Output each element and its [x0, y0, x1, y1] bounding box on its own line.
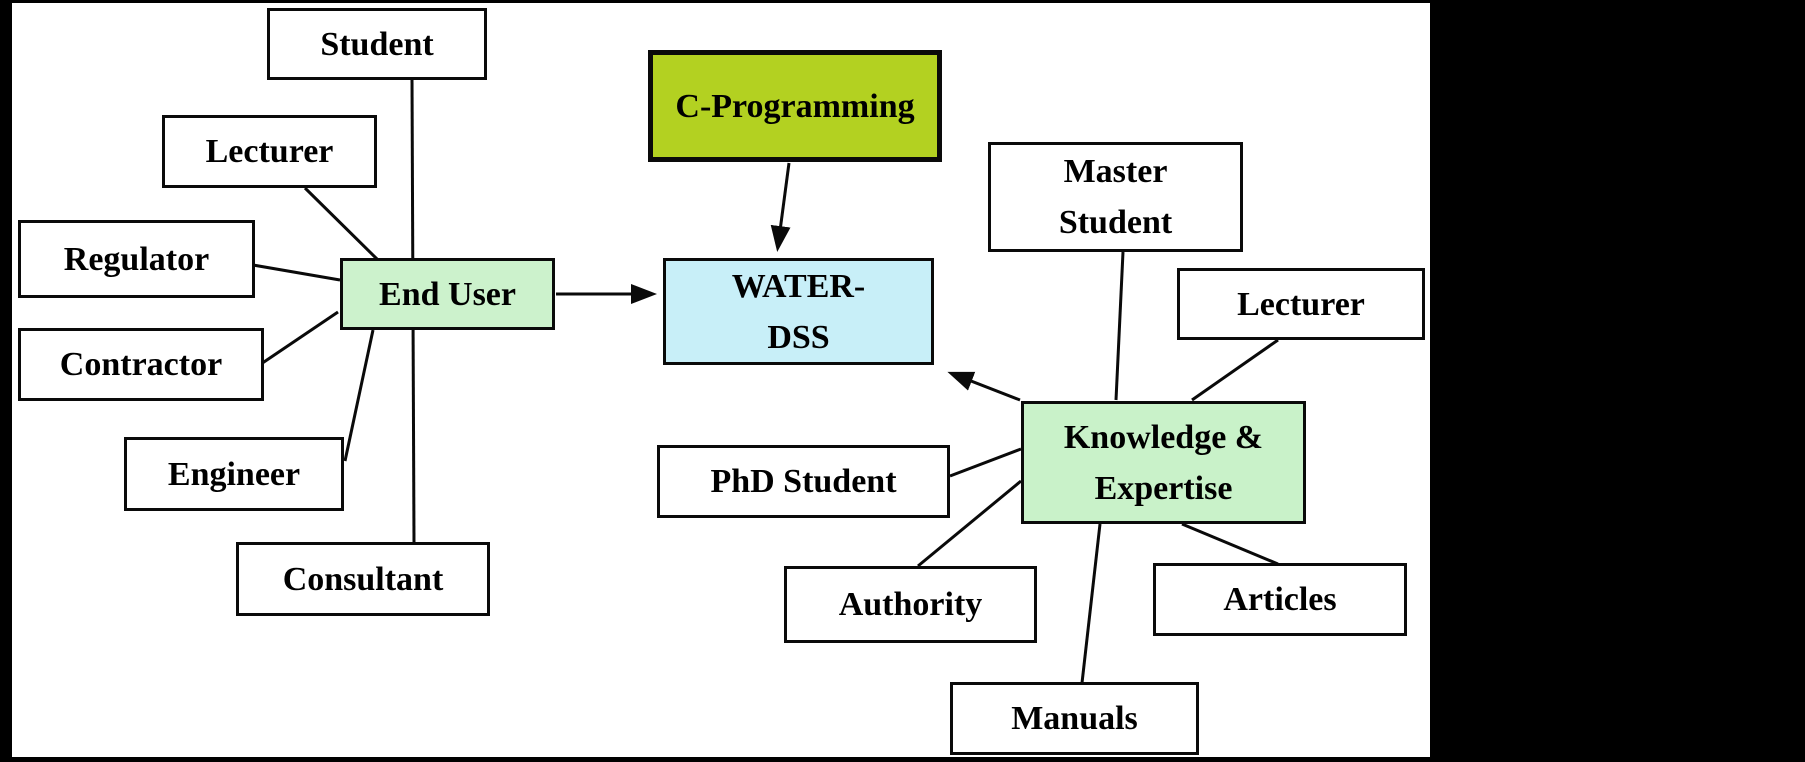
node-label-line1: Master [1063, 153, 1168, 190]
node-label-line2: Student [1058, 204, 1173, 241]
node-master-student: Master Student [988, 142, 1243, 252]
node-lecturer-right: Lecturer [1177, 268, 1425, 340]
node-regulator: Regulator [18, 220, 255, 298]
node-c-programming: C-Programming [648, 50, 942, 162]
node-label: Contractor [59, 346, 223, 383]
edge-engineer-enduser [343, 329, 375, 462]
node-contractor: Contractor [18, 328, 264, 401]
node-end-user: End User [340, 258, 555, 330]
node-label: C-Programming [675, 87, 915, 125]
node-student: Student [267, 8, 487, 80]
edge-articles-knowledge [1181, 522, 1279, 566]
edge-phd-knowledge [949, 447, 1022, 478]
node-label-line2: Expertise [1094, 469, 1233, 507]
node-label-line2: DSS [767, 318, 830, 356]
node-label: Lecturer [205, 133, 334, 170]
node-label: End User [379, 275, 516, 313]
node-authority: Authority [784, 566, 1037, 643]
edge-cprogramming-waterdss-arrow [770, 162, 791, 252]
node-engineer: Engineer [124, 437, 344, 511]
node-label-line1: WATER- [731, 267, 866, 305]
node-label: Articles [1223, 581, 1337, 618]
node-label: Consultant [282, 560, 444, 598]
node-label: Manuals [1011, 700, 1138, 737]
edge-knowledge-waterdss-arrow [947, 371, 1021, 402]
node-label: Regulator [63, 240, 210, 278]
edge-authority-knowledge [917, 479, 1022, 568]
edge-lecturer-enduser [303, 186, 380, 262]
node-articles: Articles [1153, 563, 1407, 636]
node-phd-student: PhD Student [657, 445, 950, 518]
node-water-dss: WATER- DSS [663, 258, 934, 365]
edge-contractor-enduser [257, 310, 339, 368]
node-label: Student [320, 25, 434, 63]
node-label: PhD Student [710, 463, 897, 500]
node-label: Engineer [167, 455, 301, 493]
node-lecturer-left: Lecturer [162, 115, 377, 188]
node-label-line1: Knowledge & [1063, 418, 1264, 456]
node-label: Authority [838, 586, 983, 623]
node-knowledge-expertise: Knowledge & Expertise [1021, 401, 1306, 524]
edge-regulator-enduser [252, 263, 341, 282]
node-consultant: Consultant [236, 542, 490, 616]
node-label: Lecturer [1237, 285, 1365, 323]
node-manuals: Manuals [950, 682, 1199, 755]
edge-lecturer2-knowledge [1191, 338, 1279, 402]
edge-masterstudent-knowledge [1114, 251, 1125, 401]
edge-manuals-knowledge [1080, 523, 1102, 684]
